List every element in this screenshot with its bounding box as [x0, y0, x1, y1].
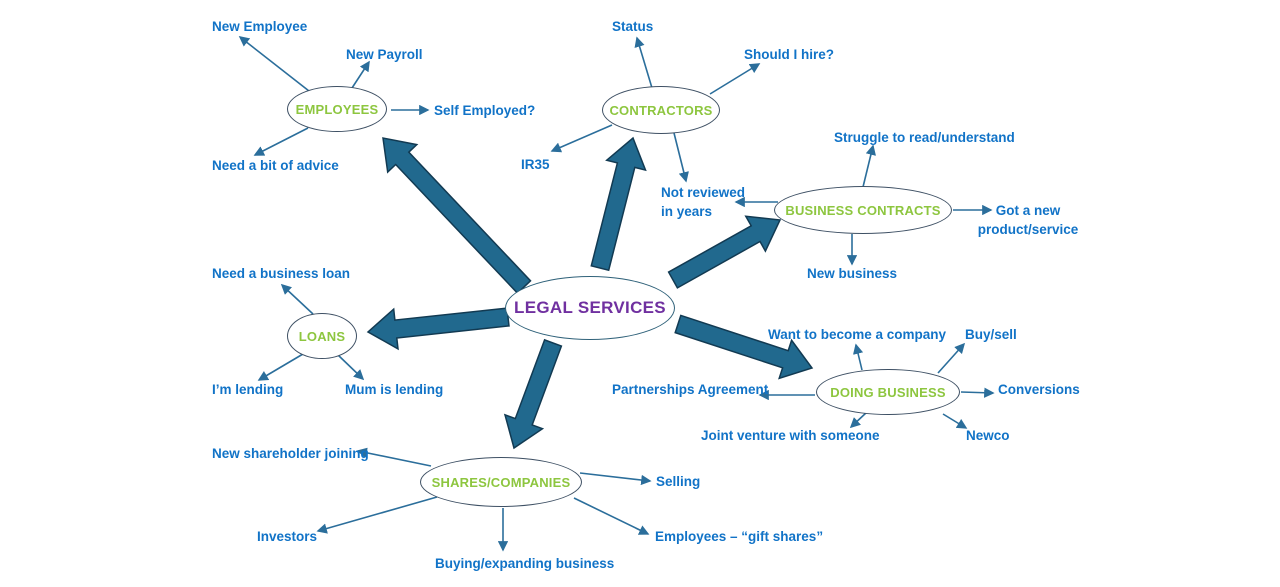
leaf-new-payroll: New Payroll [346, 47, 423, 62]
thin-arrow [253, 127, 309, 156]
node-shares-companies: SHARES/COMPANIES [420, 457, 582, 507]
thick-arrow [366, 307, 510, 351]
thin-arrow [337, 354, 365, 381]
leaf-not-reviewed: Not reviewed in years [661, 185, 746, 219]
thin-arrows [238, 36, 995, 552]
thin-arrow [238, 36, 310, 92]
leaf-partnerships: Partnerships Agreement [612, 382, 769, 397]
leaf-new-business: New business [807, 266, 898, 281]
node-business-contracts: BUSINESS CONTRACTS [774, 186, 952, 234]
thin-arrow [316, 496, 438, 534]
leaf-self-employed: Self Employed? [434, 103, 536, 118]
leaf-struggle: Struggle to read/understand [834, 130, 1015, 145]
thin-arrow [942, 413, 968, 429]
leaf-need-advice: Need a bit of advice [212, 158, 339, 173]
leaf-investors: Investors [257, 529, 318, 544]
leaf-im-lending: I’m lending [212, 382, 284, 397]
thick-arrows [366, 136, 814, 450]
thin-arrow [853, 343, 864, 371]
node-legal-services: LEGAL SERVICES [505, 276, 675, 340]
leaf-buying-expanding: Buying/expanding business [435, 556, 615, 571]
thin-arrow [849, 411, 868, 429]
thin-arrow [960, 387, 995, 398]
leaf-selling: Selling [656, 474, 701, 489]
leaf-employees-gift: Employees – “gift shares” [655, 529, 824, 544]
leaf-conversions: Conversions [998, 382, 1080, 397]
leaf-mum-lending: Mum is lending [345, 382, 444, 397]
thin-arrow [573, 497, 650, 535]
thin-arrow [257, 353, 304, 381]
thin-arrow [356, 447, 432, 467]
thin-arrow [634, 36, 653, 89]
thin-arrow [550, 124, 613, 153]
leaf-buy-sell: Buy/sell [965, 327, 1017, 342]
thick-arrow [590, 136, 647, 272]
thin-arrow [862, 144, 876, 188]
thin-arrow [937, 342, 966, 374]
thick-arrow [382, 137, 532, 295]
thin-arrow [709, 63, 761, 95]
thick-arrow [667, 215, 782, 289]
leaf-new-employee: New Employee [212, 19, 308, 34]
leaf-want-company: Want to become a company [768, 327, 947, 342]
node-employees: EMPLOYEES [287, 86, 387, 132]
leaf-need-loan: Need a business loan [212, 266, 351, 281]
leaf-newco: Newco [966, 428, 1010, 443]
thick-arrow [503, 338, 563, 450]
thin-arrow [351, 60, 370, 89]
leaf-new-shareholder: New shareholder joining [212, 446, 369, 461]
thin-arrow [673, 132, 689, 183]
leaf-should-i-hire: Should I hire? [744, 47, 834, 62]
thin-arrow [579, 472, 652, 486]
leaf-got-new: Got a new product/service [977, 203, 1079, 237]
thick-arrow [674, 314, 814, 380]
thin-arrow [280, 283, 314, 315]
leaf-joint-venture: Joint venture with someone [701, 428, 880, 443]
leaf-status: Status [612, 19, 654, 34]
node-loans: LOANS [287, 313, 357, 359]
node-doing-business: DOING BUSINESS [816, 369, 960, 415]
node-contractors: CONTRACTORS [602, 86, 720, 134]
leaf-ir35: IR35 [521, 157, 550, 172]
